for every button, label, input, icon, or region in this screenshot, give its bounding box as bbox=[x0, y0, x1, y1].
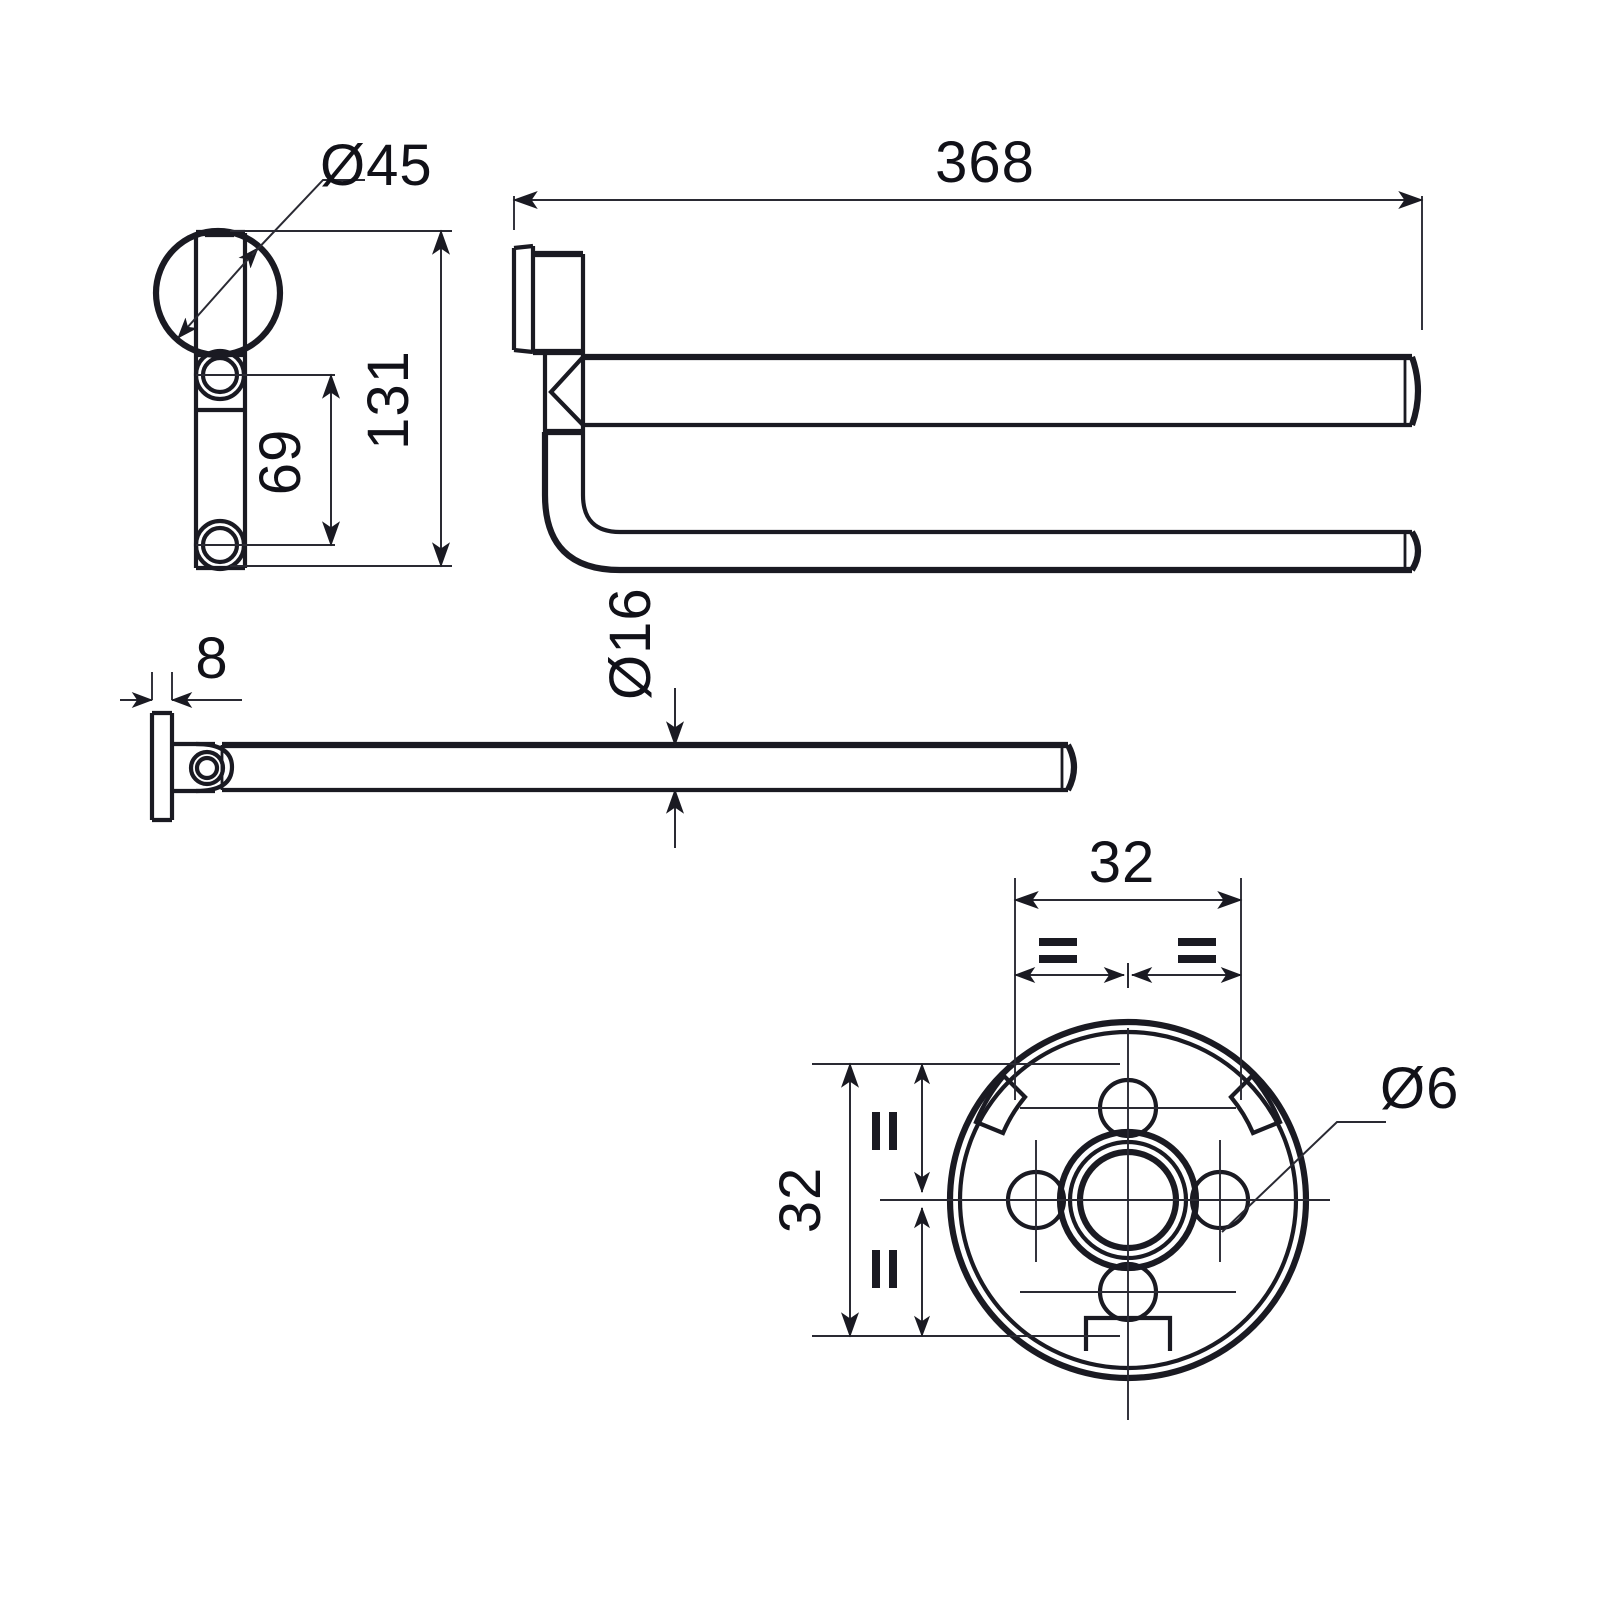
dim-label-368: 368 bbox=[935, 130, 1035, 195]
rosette-slot-upper-left bbox=[973, 1072, 1028, 1136]
dim-label-v32: 32 bbox=[768, 1167, 833, 1234]
front-view-wallplate-top bbox=[513, 243, 534, 251]
top-view-tube-endcap bbox=[1065, 743, 1078, 792]
side-view-dia45-leader bbox=[251, 179, 365, 256]
dim-label-69: 69 bbox=[248, 429, 313, 496]
front-view-lower-arm-outer bbox=[541, 432, 1412, 574]
dim-label-8: 8 bbox=[195, 626, 228, 691]
dim-dia6-leader bbox=[1221, 1121, 1386, 1233]
front-view-wallplate-bottom bbox=[513, 347, 534, 355]
equal-mark-h-right bbox=[1178, 938, 1216, 963]
dim-label-dia16: Ø16 bbox=[598, 587, 663, 700]
rosette-slot-upper-right bbox=[1228, 1072, 1283, 1136]
front-view: 368 bbox=[511, 130, 1424, 574]
equal-mark-h-left bbox=[1039, 938, 1077, 963]
equal-mark-v-bottom bbox=[872, 1250, 897, 1288]
side-view-dia45-dimension-line bbox=[177, 247, 259, 339]
dim-label-h32: 32 bbox=[1089, 830, 1156, 895]
dim-label-dia6: Ø6 bbox=[1380, 1056, 1459, 1121]
equal-mark-v-top bbox=[872, 1112, 897, 1150]
rosette-detail: 32 32 bbox=[768, 830, 1459, 1420]
front-view-lower-arm-endcap bbox=[1409, 530, 1422, 572]
front-view-upper-arm-endcap bbox=[1409, 355, 1422, 427]
top-view: 8 Ø16 bbox=[120, 587, 1078, 848]
dim-label-dia45: Ø45 bbox=[320, 133, 433, 198]
dim-label-131: 131 bbox=[356, 350, 421, 450]
front-view-chevron-notch bbox=[548, 355, 585, 427]
side-view: Ø45 131 69 bbox=[152, 133, 452, 572]
top-view-boss-round bbox=[195, 741, 235, 794]
top-view-pivot-circle-inner bbox=[194, 755, 220, 781]
front-view-lower-arm-inner bbox=[580, 432, 1412, 535]
